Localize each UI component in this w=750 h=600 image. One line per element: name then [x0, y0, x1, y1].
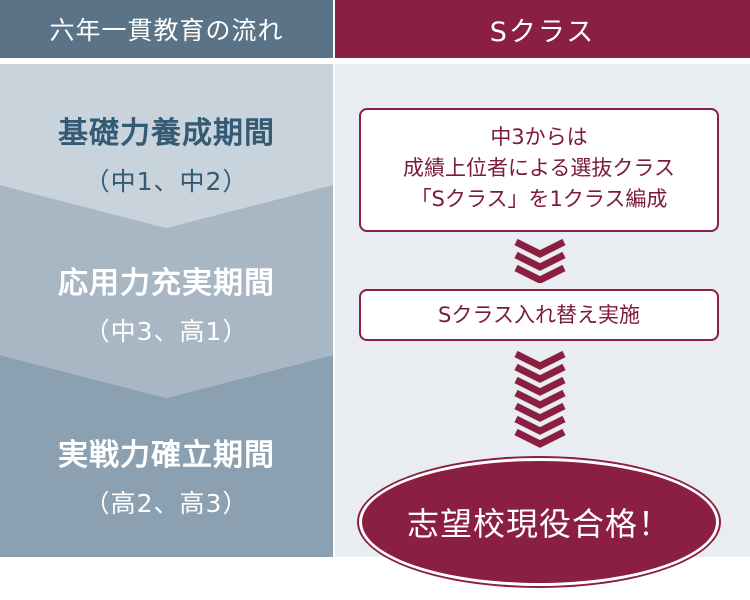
stage-2: 応用力充実期間 （中3、高1） — [0, 258, 333, 348]
selection-line-3: 「Sクラス」を1クラス編成 — [410, 187, 668, 211]
stage-1-sub: （中1、中2） — [84, 167, 249, 196]
stage-flow — [0, 64, 333, 557]
selection-line-2: 成績上位者による選抜クラス — [403, 156, 675, 180]
header-left: 六年一貫教育の流れ — [0, 0, 333, 58]
stage-3-sub: （高2、高3） — [84, 489, 249, 518]
stage-1-band — [0, 64, 333, 228]
stage-3-band — [0, 355, 333, 557]
header-right: Sクラス — [335, 0, 750, 58]
chevron-down-icon — [514, 350, 566, 448]
goal-ellipse: 志望校現役合格！ — [359, 458, 719, 586]
stage-2-title: 応用力充実期間 — [58, 266, 275, 301]
stage-2-sub: （中3、高1） — [84, 317, 249, 346]
goal-text: 志望校現役合格！ — [406, 505, 671, 543]
stage-3: 実戦力確立期間 （高2、高3） — [0, 430, 333, 520]
stage-1-title: 基礎力養成期間 — [58, 116, 275, 151]
stage-1: 基礎力養成期間 （中1、中2） — [0, 108, 333, 198]
stage-2-band — [0, 185, 333, 398]
selection-box: 中3からは 成績上位者による選抜クラス 「Sクラス」を1クラス編成 — [359, 108, 719, 232]
selection-line-1: 中3からは — [490, 125, 588, 149]
chevron-down-icon — [514, 238, 566, 283]
stage-3-title: 実戦力確立期間 — [58, 438, 275, 473]
class-swap-box: Sクラス入れ替え実施 — [359, 289, 719, 341]
